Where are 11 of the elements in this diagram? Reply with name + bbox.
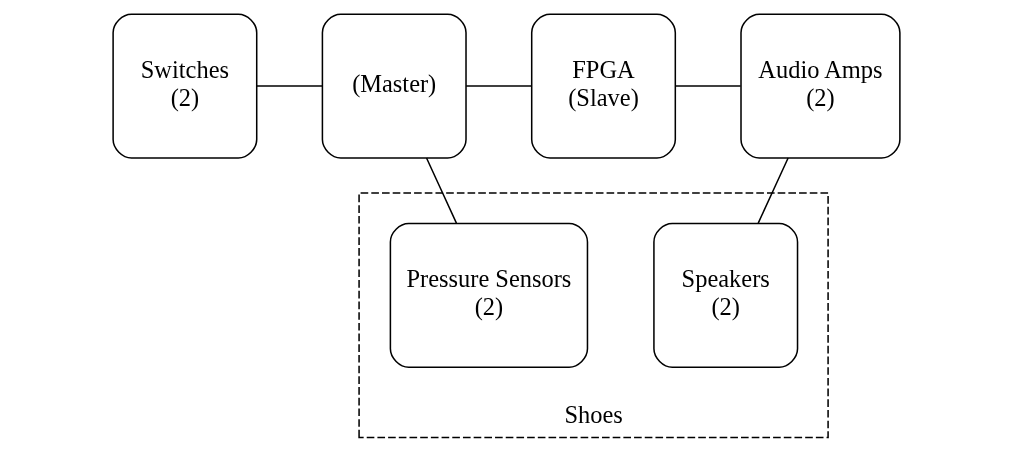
node-box: Switches (2) xyxy=(111,13,257,159)
connector xyxy=(425,157,457,224)
connector xyxy=(674,85,741,87)
connector xyxy=(255,85,323,87)
node-box: Speakers (2) xyxy=(652,222,798,368)
node-box: Pressure Sensors (2) xyxy=(389,222,588,368)
node-box: FPGA (Slave) xyxy=(530,13,676,159)
connector xyxy=(464,85,532,87)
node-box: Audio Amps (2) xyxy=(739,13,901,159)
node-box: (Master) xyxy=(321,13,467,159)
connector xyxy=(756,157,789,224)
